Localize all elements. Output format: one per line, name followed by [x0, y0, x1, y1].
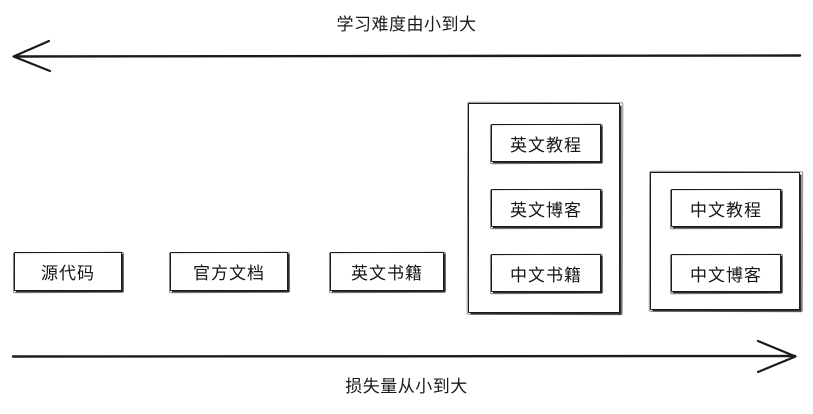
- node-chinese-tutorial[interactable]: 中文教程: [671, 189, 781, 227]
- node-label: 官方文档: [193, 264, 265, 284]
- loss-axis-arrow: [11, 339, 797, 374]
- node-chinese-blog[interactable]: 中文博客: [671, 254, 781, 292]
- node-label: 英文教程: [510, 135, 582, 156]
- node-english-books[interactable]: 英文书籍: [330, 252, 444, 291]
- node-chinese-books[interactable]: 中文书籍: [491, 254, 601, 292]
- node-label: 中文书籍: [510, 265, 582, 286]
- difficulty-axis-arrow: [12, 39, 802, 73]
- node-official-docs[interactable]: 官方文档: [170, 252, 288, 291]
- group-chinese-media: 中文教程 中文博客: [650, 172, 800, 310]
- node-label: 中文博客: [690, 265, 762, 286]
- top-axis-label: 学习难度由小到大: [336, 15, 477, 35]
- node-label: 英文博客: [510, 200, 582, 221]
- node-source-code[interactable]: 源代码: [14, 252, 122, 291]
- node-english-tutorial[interactable]: 英文教程: [491, 124, 601, 162]
- group-english-media: 英文教程 英文博客 中文书籍: [468, 103, 620, 313]
- node-english-blog[interactable]: 英文博客: [491, 189, 601, 227]
- node-label: 中文教程: [690, 200, 762, 221]
- bottom-axis-label: 损失量从小到大: [345, 377, 468, 397]
- node-label: 源代码: [41, 264, 95, 284]
- node-label: 英文书籍: [351, 264, 423, 284]
